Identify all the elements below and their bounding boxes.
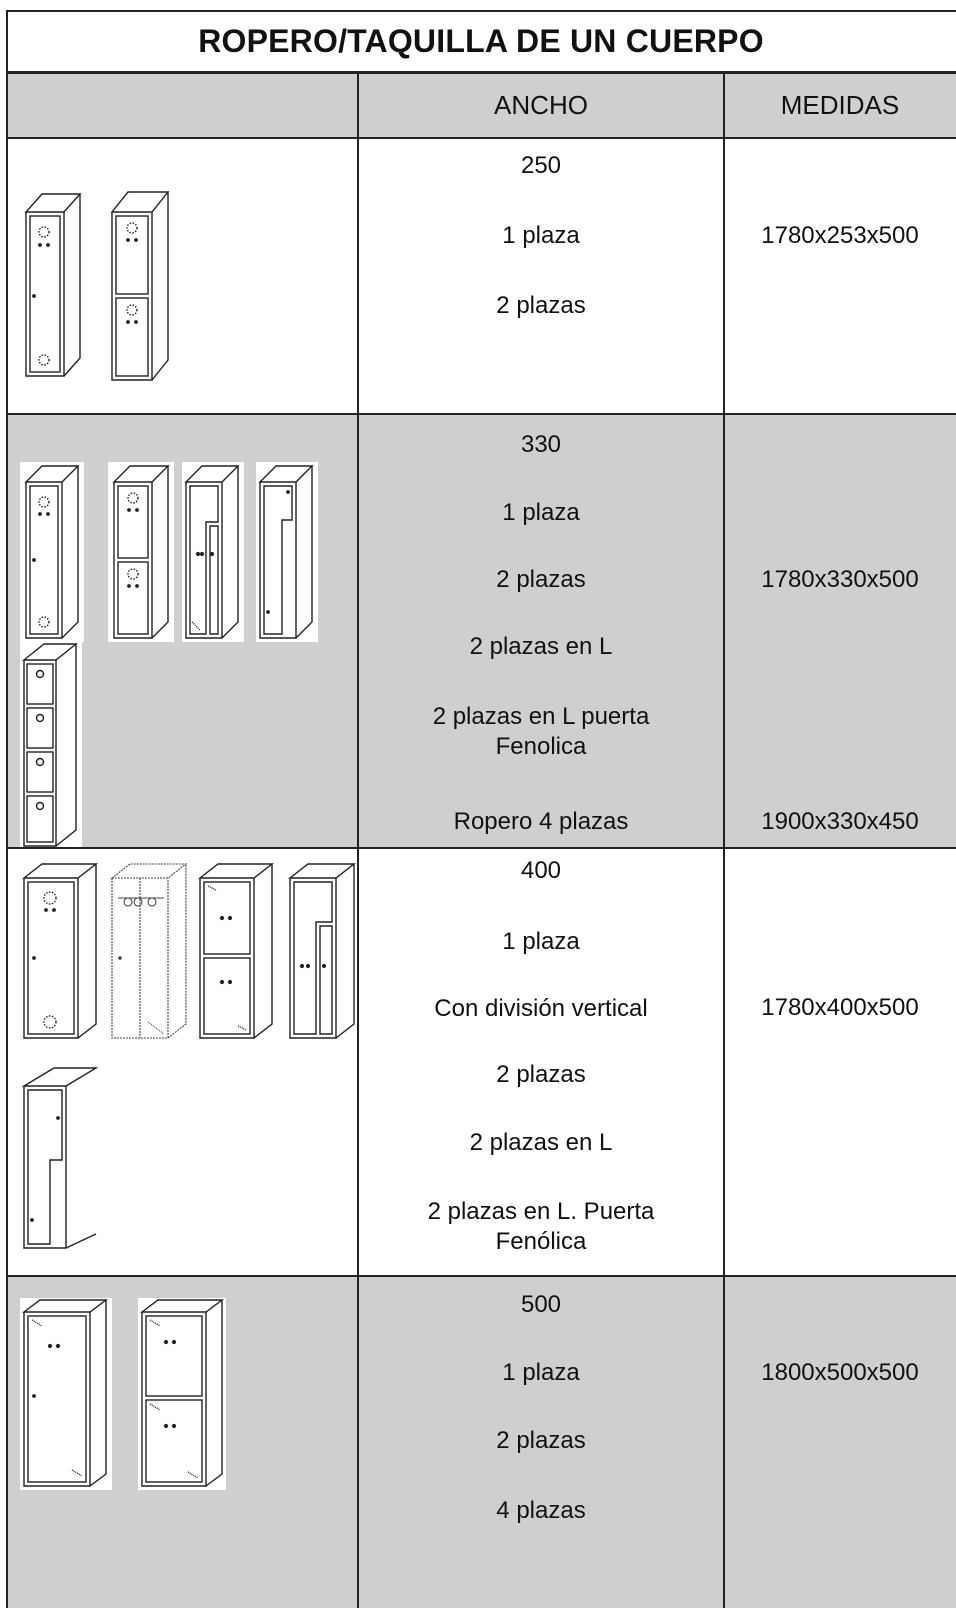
row-330-option-3: 2 plazas en L [469,633,613,660]
row-330-medidas-1: 1780x330x500 [761,566,919,593]
row-500-option-1: 1 plaza [502,1359,580,1386]
locker-1-plaza-image [20,190,82,380]
locker-2-plazas-image [108,462,174,642]
locker-1-plaza-image [20,462,84,642]
row-330-option-5: Ropero 4 plazas [453,808,629,835]
border-left [6,10,8,1608]
column-divider-medidas [723,72,725,1608]
locker-4-plazas-image [20,642,82,848]
locker-l-phenolic-image [20,1064,106,1252]
row-400-option-1: 1 plaza [502,928,580,955]
row-400-width: 400 [520,857,562,884]
row-400-medidas: 1780x400x500 [761,994,919,1021]
header-ancho: ANCHO [494,89,588,120]
header-row-background [6,72,956,138]
locker-spec-table: ROPERO/TAQUILLA DE UN CUERPO ANCHO MEDID… [6,10,956,1608]
border-top [6,10,956,12]
column-divider-ancho [357,72,359,1608]
locker-l-phenolic-image [256,462,318,642]
locker-2-plazas-image [196,862,278,1042]
table-title: ROPERO/TAQUILLA DE UN CUERPO [198,22,764,59]
row-400-option-4: 2 plazas en L [469,1129,613,1156]
locker-2-plazas-image [138,1298,226,1490]
row-330-medidas-2: 1900x330x450 [761,808,919,835]
locker-2-plazas-image [106,188,172,384]
row-500-option-2: 2 plazas [496,1427,586,1454]
row-330-option-2: 2 plazas [496,566,586,593]
row-250-medidas: 1780x253x500 [761,222,919,249]
row-400-option-5: 2 plazas en L. Puerta Fenólica [427,1198,655,1255]
row-400-divider [6,1275,956,1277]
row-330-option-4: 2 plazas en L puerta Fenolica [432,703,650,760]
row-330-width: 330 [520,431,562,458]
row-500-option-3: 4 plazas [496,1497,586,1524]
row-400-option-2: Con división vertical [434,995,648,1022]
locker-1-plaza-image [20,1298,112,1490]
title-divider [6,71,956,74]
row-250-divider [6,413,956,415]
row-250-width: 250 [520,152,562,179]
row-400-option-3: 2 plazas [496,1061,586,1088]
header-divider [6,137,956,139]
row-500-width: 500 [520,1291,562,1318]
row-330-divider [6,847,956,849]
locker-l-shape-image [286,862,358,1042]
header-medidas: MEDIDAS [780,89,900,120]
locker-l-shape-image [182,462,244,642]
row-250-option-2: 2 plazas [496,292,586,319]
locker-vertical-division-image [108,862,192,1042]
row-330-option-1: 1 plaza [502,499,580,526]
row-500-medidas: 1800x500x500 [761,1359,919,1386]
row-250-option-1: 1 plaza [502,222,580,249]
locker-1-plaza-image [20,862,102,1042]
